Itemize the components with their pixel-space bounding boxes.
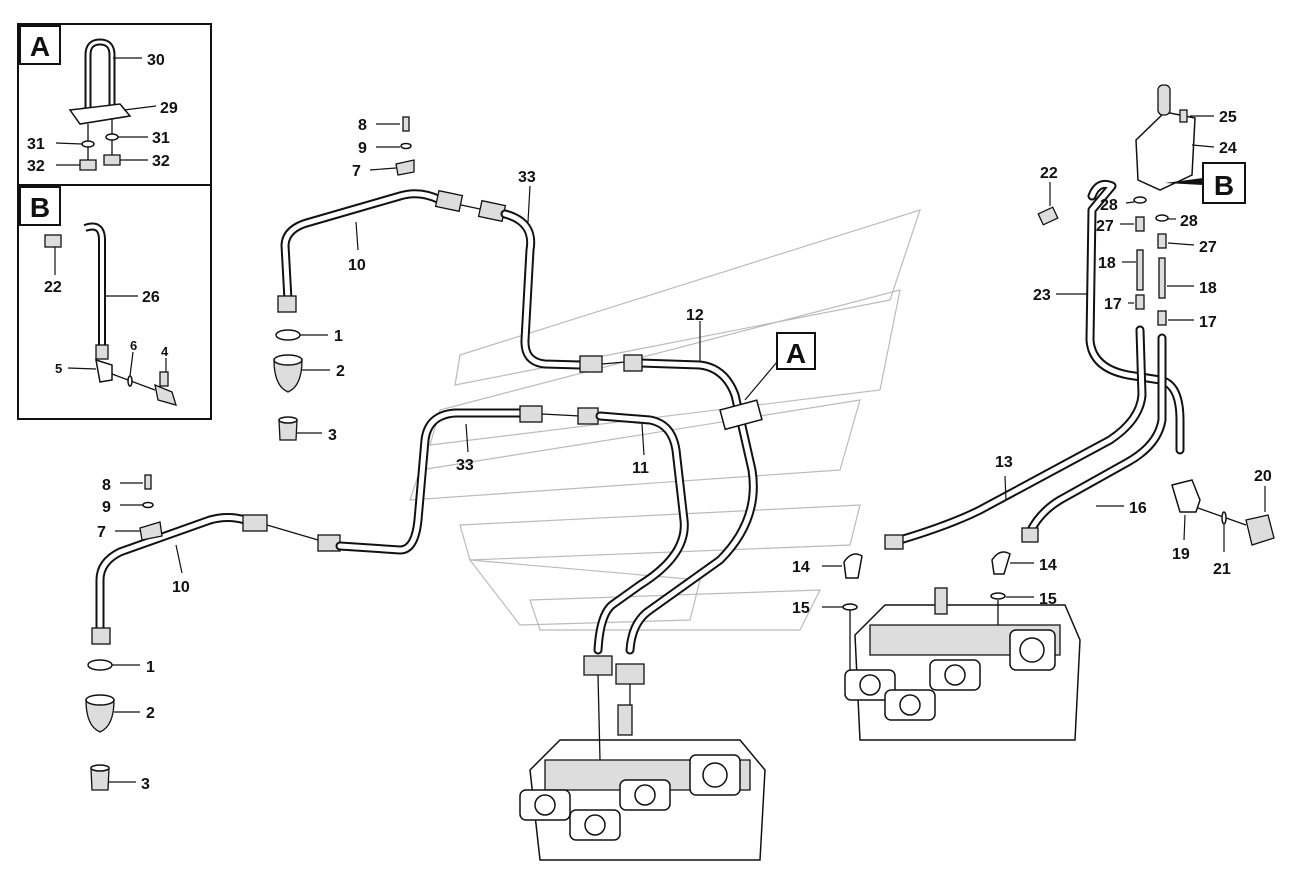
label-30: 30 <box>147 52 165 69</box>
callout-b-letter: B <box>1214 170 1234 201</box>
label-22: 22 <box>1040 165 1058 182</box>
label-2b: 2 <box>146 705 155 722</box>
label-11: 11 <box>632 460 649 477</box>
label-25: 25 <box>1219 109 1237 126</box>
callout-a-letter: A <box>786 338 806 369</box>
center-hoses-11-12: 12 11 A <box>583 307 816 685</box>
elbow-5-icon <box>95 358 113 383</box>
label-31b: 31 <box>152 130 170 147</box>
elbow-19-icon <box>1171 479 1201 513</box>
label-29: 29 <box>160 100 178 117</box>
label-7a: 7 <box>352 163 361 180</box>
clamp-plate-icon <box>68 103 132 125</box>
lower-hose-10-33: 1 2 3 8 9 7 10 33 <box>85 405 599 793</box>
detail-a-letter: A <box>30 31 50 62</box>
label-20: 20 <box>1254 468 1272 485</box>
label-9a: 9 <box>358 140 367 157</box>
label-3a: 3 <box>328 427 337 444</box>
right-assembly: 25 24 B 22 23 28 27 18 17 28 2 <box>792 84 1275 617</box>
label-15b: 15 <box>1039 591 1057 608</box>
label-17a: 17 <box>1104 296 1122 313</box>
label-32b: 32 <box>152 153 170 170</box>
control-valve-center <box>519 674 766 861</box>
label-22-b: 22 <box>44 279 62 296</box>
label-24: 24 <box>1219 140 1237 157</box>
label-26: 26 <box>142 289 160 306</box>
tee-20-icon <box>1245 514 1275 546</box>
label-33a: 33 <box>518 169 536 186</box>
control-valve-right <box>844 587 1081 741</box>
label-19: 19 <box>1172 546 1190 563</box>
label-23: 23 <box>1033 287 1051 304</box>
label-32a: 32 <box>27 158 45 175</box>
label-21: 21 <box>1213 561 1231 578</box>
detail-b-letter: B <box>30 192 50 223</box>
label-6: 6 <box>130 338 137 353</box>
label-7b: 7 <box>97 524 106 541</box>
label-3b: 3 <box>141 776 150 793</box>
label-28a: 28 <box>1100 197 1118 214</box>
label-8a: 8 <box>358 117 367 134</box>
tee-4-icon <box>154 383 177 406</box>
label-33b: 33 <box>456 457 474 474</box>
label-27b: 27 <box>1199 239 1217 256</box>
label-5: 5 <box>55 361 62 376</box>
label-2a: 2 <box>336 363 345 380</box>
watermark-logo <box>409 209 921 631</box>
detail-box-a: A 30 29 31 31 32 32 <box>17 23 212 186</box>
washer-1-icon <box>275 329 301 341</box>
label-17b: 17 <box>1199 314 1217 331</box>
label-14a: 14 <box>792 559 810 576</box>
label-18b: 18 <box>1199 280 1217 297</box>
label-1a: 1 <box>334 328 343 345</box>
label-13: 13 <box>995 454 1013 471</box>
pilot-valve-24-icon <box>1135 111 1196 191</box>
label-4: 4 <box>161 344 169 359</box>
label-12: 12 <box>686 307 704 324</box>
upper-hose-10-33: 1 2 3 8 9 7 10 33 <box>273 116 626 444</box>
label-8b: 8 <box>102 477 111 494</box>
label-1b: 1 <box>146 659 155 676</box>
label-14b: 14 <box>1039 557 1057 574</box>
label-28b: 28 <box>1180 213 1198 230</box>
label-16: 16 <box>1129 500 1147 517</box>
label-31a: 31 <box>27 136 45 153</box>
callout-a-tag <box>776 332 816 370</box>
detail-a-tag <box>19 25 61 65</box>
label-10b: 10 <box>172 579 190 596</box>
label-15a: 15 <box>792 600 810 617</box>
label-18a: 18 <box>1098 255 1116 272</box>
label-10a: 10 <box>348 257 366 274</box>
detail-b-tag <box>19 186 61 226</box>
detail-box-b: B 22 26 5 6 4 <box>17 184 212 420</box>
label-27a: 27 <box>1096 218 1114 235</box>
bolt-22-icon <box>44 234 62 248</box>
label-9b: 9 <box>102 499 111 516</box>
